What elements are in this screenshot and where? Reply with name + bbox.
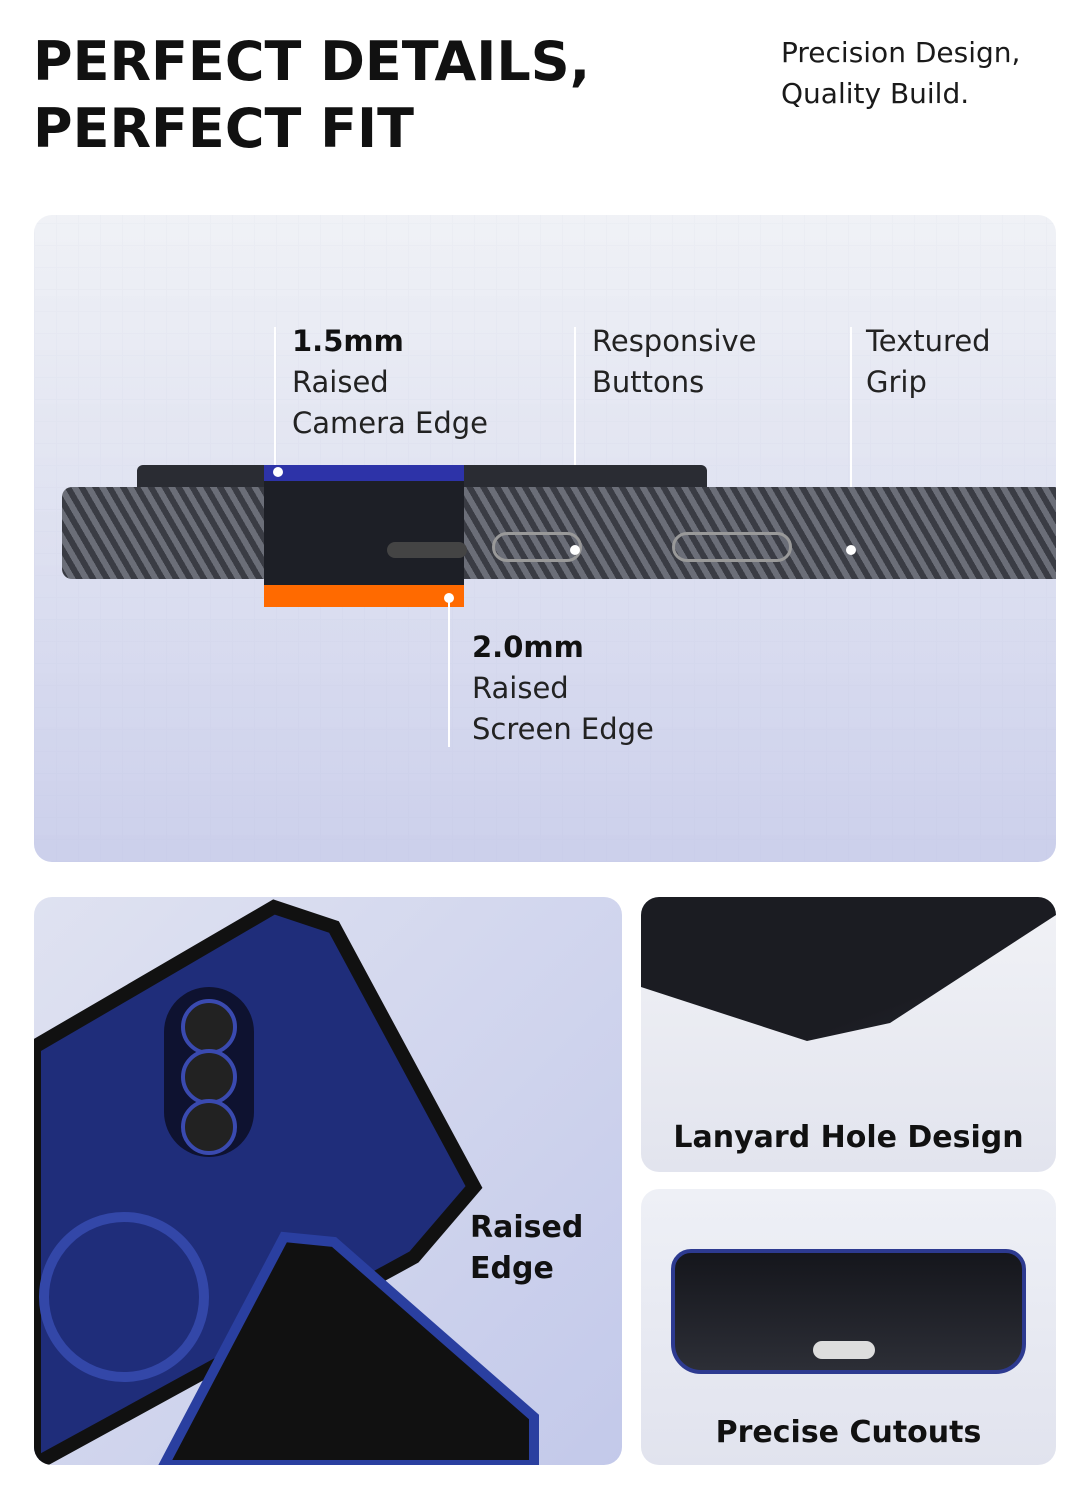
camera-edge-line1: Raised <box>292 365 389 399</box>
subtitle-line-1: Precision Design, <box>781 36 1021 69</box>
title-line-1: PERFECT DETAILS, <box>33 30 591 93</box>
side-button <box>387 542 467 558</box>
camera-edge-line2: Camera Edge <box>292 406 489 440</box>
page-title: PERFECT DETAILS, PERFECT FIT <box>33 28 590 162</box>
phone-case-back <box>34 899 483 1465</box>
grip-callout-line <box>850 327 852 549</box>
case-cross-section <box>264 465 464 607</box>
screen-edge-marker <box>264 585 464 607</box>
usb-cutout <box>813 1341 875 1359</box>
subtitle-line-2: Quality Build. <box>781 77 970 110</box>
buttons-label: Responsive Buttons <box>592 321 757 403</box>
grip-line2: Grip <box>866 365 927 399</box>
screen-edge-label: 2.0mm Raised Screen Edge <box>472 627 654 750</box>
camera-edge-label: 1.5mm Raised Camera Edge <box>292 321 488 444</box>
screen-edge-line2: Screen Edge <box>472 712 654 746</box>
side-profile-panel: 1.5mm Raised Camera Edge Responsive Butt… <box>34 215 1056 862</box>
phone-screen-front <box>158 1231 539 1465</box>
raised-edge-line1: Raised <box>470 1210 584 1245</box>
screen-edge-line1: Raised <box>472 671 569 705</box>
buttons-callout-dot <box>570 545 580 555</box>
lanyard-caption: Lanyard Hole Design <box>673 1120 1024 1155</box>
cutouts-caption: Precise Cutouts <box>715 1415 982 1450</box>
phone-side-profile <box>62 465 1056 607</box>
subtitle: Precision Design, Quality Build. <box>781 32 1020 114</box>
buttons-line2: Buttons <box>592 365 705 399</box>
buttons-line1: Responsive <box>592 324 757 358</box>
camera-callout-line <box>274 327 276 467</box>
raised-edge-caption: Raised Edge <box>470 1207 583 1289</box>
case-corner-image <box>641 897 1056 1041</box>
grip-callout-dot <box>846 545 856 555</box>
lanyard-panel: Lanyard Hole Design <box>641 897 1056 1172</box>
grip-line1: Textured <box>866 324 991 358</box>
screen-edge-value: 2.0mm <box>472 630 584 664</box>
title-line-2: PERFECT FIT <box>33 97 414 160</box>
raised-edge-line2: Edge <box>470 1251 554 1286</box>
camera-edge-marker <box>264 465 464 481</box>
grip-label: Textured Grip <box>866 321 991 403</box>
raised-edge-panel: Raised Edge <box>34 897 622 1465</box>
phone-case-illustration <box>34 899 539 1465</box>
magsafe-ring <box>39 1212 209 1382</box>
volume-button-icon <box>492 532 582 562</box>
cutouts-panel: Precise Cutouts <box>641 1189 1056 1465</box>
screen-callout-line <box>448 595 450 747</box>
camera-edge-value: 1.5mm <box>292 324 404 358</box>
camera-callout-dot <box>273 467 283 477</box>
power-button-icon <box>672 532 792 562</box>
buttons-callout-line <box>574 327 576 549</box>
